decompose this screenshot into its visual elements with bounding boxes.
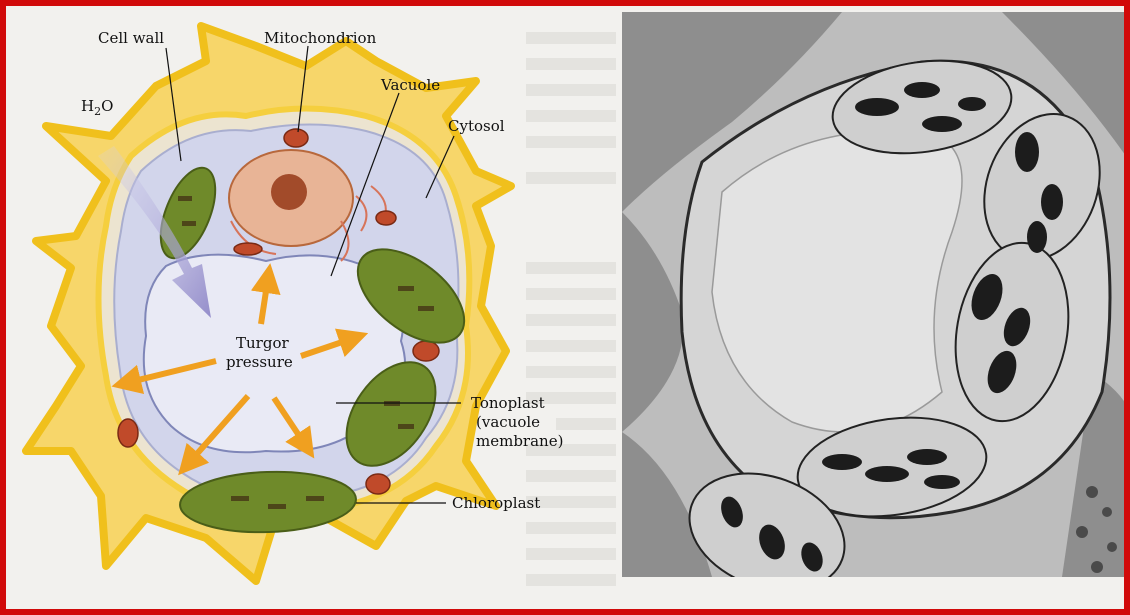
label-cytosol: Cytosol bbox=[448, 117, 505, 135]
label-tonoplast-2: (vacuole bbox=[476, 413, 540, 431]
label-water: H2O bbox=[81, 97, 113, 118]
plant-cell-diagram: Cell wall Mitochondrion Vacuole Cytosol … bbox=[6, 6, 622, 615]
label-turgor-2: pressure bbox=[226, 353, 293, 371]
label-chloroplast: Chloroplast bbox=[452, 494, 540, 512]
nucleus bbox=[229, 150, 353, 246]
label-water-o: O bbox=[101, 97, 113, 115]
label-water-h: H bbox=[81, 97, 94, 115]
label-tonoplast-3: membrane) bbox=[476, 432, 563, 450]
label-tonoplast-1: Tonoplast bbox=[471, 394, 545, 412]
electron-micrograph bbox=[622, 12, 1130, 577]
micrograph-vacuole bbox=[712, 131, 962, 432]
label-vacuole: Vacuole bbox=[380, 76, 440, 94]
label-water-subscript: 2 bbox=[94, 105, 101, 118]
label-turgor-1: Turgor bbox=[236, 334, 289, 352]
label-cell-wall: Cell wall bbox=[98, 29, 164, 47]
label-mitochondrion: Mitochondrion bbox=[264, 29, 377, 47]
